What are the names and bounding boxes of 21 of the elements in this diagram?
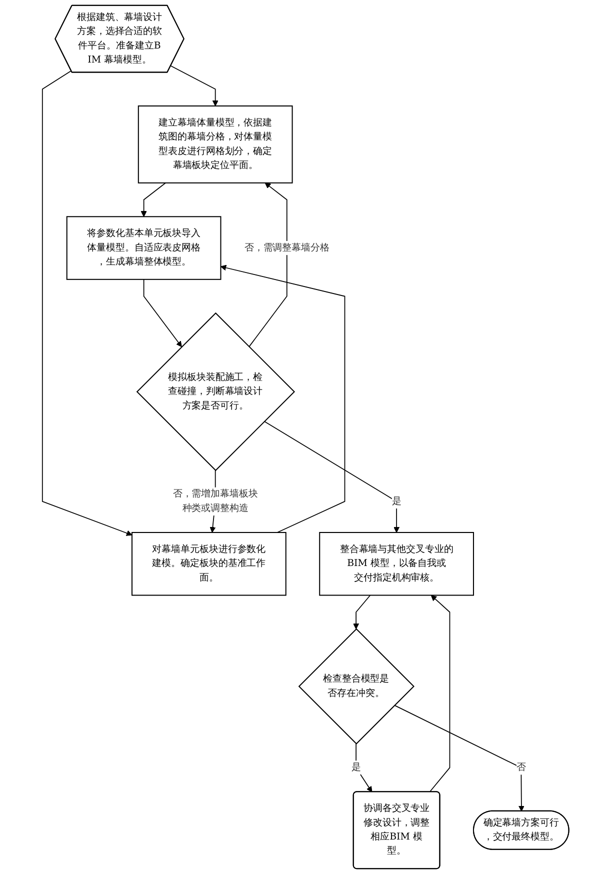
node-box: 将参数化基本单元板块导入体量模型。自适应表皮网格，生成幕墙整体模型。	[66, 216, 222, 280]
node-box: 对幕墙单元板块进行参数化建模。确定板块的基准工作面。	[132, 532, 287, 596]
node-diamond: 模拟板块装配施工，检查碰撞，判断幕墙设计方案是否可行。	[136, 312, 296, 472]
arrow	[141, 182, 166, 217]
edge-label: 是	[392, 496, 402, 507]
edge-label: 是	[352, 762, 362, 773]
node-box: 整合幕墙与其他交叉专业的BIM 模型，以备自我或交付指定机构审核。	[320, 532, 474, 596]
arrow	[144, 278, 182, 348]
node-diamond: 检查整合模型是否存在冲突。	[298, 628, 415, 744]
arrow	[170, 65, 219, 106]
arrow	[264, 420, 400, 533]
edge-label: 否	[516, 762, 526, 773]
arrow	[430, 594, 451, 792]
arrow	[42, 70, 133, 536]
arrow	[353, 594, 372, 630]
arrow	[248, 182, 288, 348]
edge-label: 否，需增加幕墙板块种类或调整构造	[173, 488, 258, 514]
node-box: 建立幕墙体量模型，依据建筑图的幕墙分格，对体量模型表皮进行网格划分，确定幕墙板块定位平面。	[138, 105, 294, 184]
arrow	[394, 704, 525, 812]
edge-label: 否，需调整幕墙分格	[244, 242, 330, 254]
arrow	[220, 264, 346, 533]
